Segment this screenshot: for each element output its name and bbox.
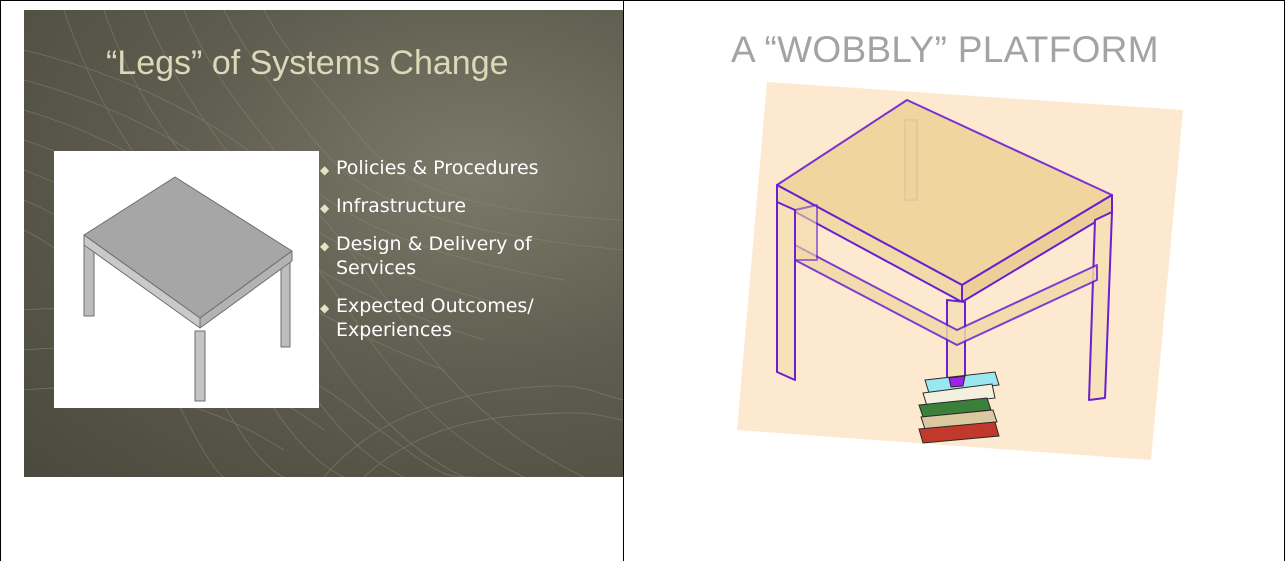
books-stack-icon [918, 371, 1000, 444]
table-border-top [0, 0, 1285, 1]
bullet-item: ◆ Infrastructure [318, 194, 618, 218]
right-title: A “WOBBLY” PLATFORM [731, 29, 1159, 70]
gray-table-icon [54, 151, 319, 408]
bullet-item: ◆ Policies & Procedures [318, 156, 618, 180]
slide-legs-of-systems-change: “Legs” of Systems Change ◆ Policies & Pr… [24, 10, 623, 477]
bullet-item: ◆ Expected Outcomes/ Experiences [318, 294, 618, 342]
diamond-bullet-icon: ◆ [320, 239, 330, 253]
bullet-text: Infrastructure [336, 195, 467, 217]
table-border-left [0, 0, 1, 561]
bullet-text-continuation: Services [336, 257, 417, 279]
bullet-item: ◆ Design & Delivery of Services [318, 232, 618, 280]
bullet-list: ◆ Policies & Procedures ◆ Infrastructure… [318, 156, 618, 356]
bullet-text: Design & Delivery of [336, 233, 532, 255]
diamond-bullet-icon: ◆ [320, 163, 330, 177]
wobbly-table-on-books-icon [737, 80, 1183, 464]
bullet-text-continuation: Experiences [336, 319, 452, 341]
diamond-bullet-icon: ◆ [320, 201, 330, 215]
slide-title: “Legs” of Systems Change [106, 44, 509, 82]
bullet-text: Expected Outcomes/ [336, 295, 534, 317]
table-divider [623, 0, 624, 561]
bullet-text: Policies & Procedures [336, 157, 539, 179]
diamond-bullet-icon: ◆ [320, 301, 330, 315]
